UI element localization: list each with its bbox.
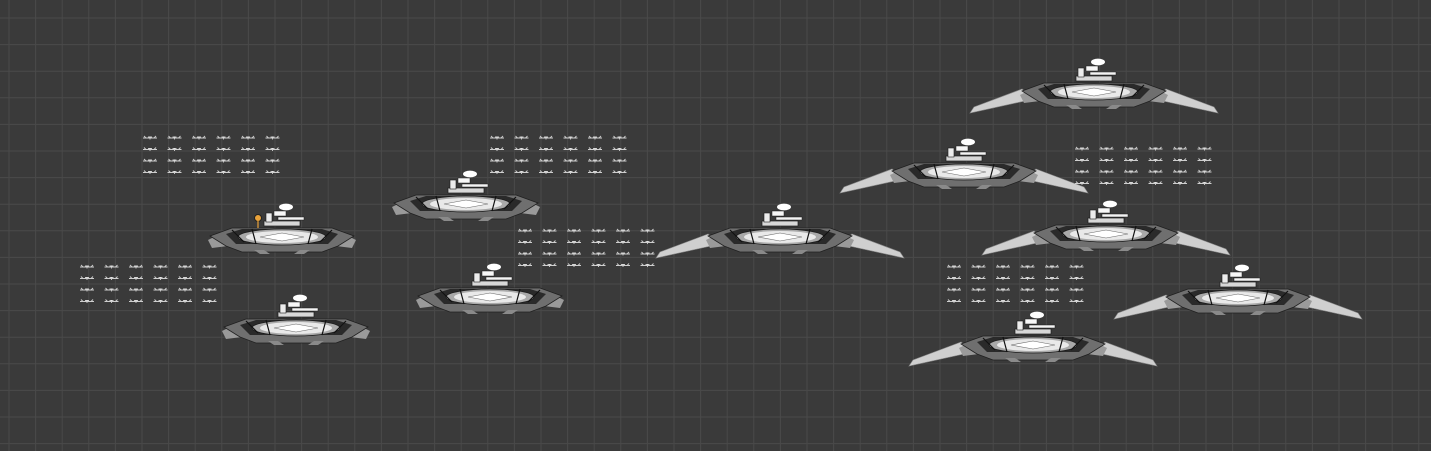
carrier-8-unit[interactable] [981, 200, 1231, 256]
squadron-2-formation[interactable] [80, 264, 217, 303]
carrier-2-unit[interactable] [222, 294, 370, 345]
squadron-4-formation[interactable] [518, 228, 655, 267]
carrier-5-unit[interactable] [655, 203, 905, 259]
squadron-5-formation[interactable] [1075, 146, 1212, 185]
carrier-7-unit[interactable] [969, 58, 1219, 114]
carrier-4-unit[interactable] [416, 263, 564, 314]
squadron-6-formation[interactable] [947, 264, 1084, 303]
carrier-6-unit[interactable] [839, 138, 1089, 194]
squadron-1-formation[interactable] [143, 135, 280, 174]
carrier-3-unit[interactable] [392, 170, 540, 221]
squadron-3-formation[interactable] [490, 135, 627, 174]
carrier-9-unit[interactable] [1113, 264, 1363, 320]
carrier-10-unit[interactable] [908, 311, 1158, 367]
carrier-1-unit[interactable] [208, 203, 356, 254]
